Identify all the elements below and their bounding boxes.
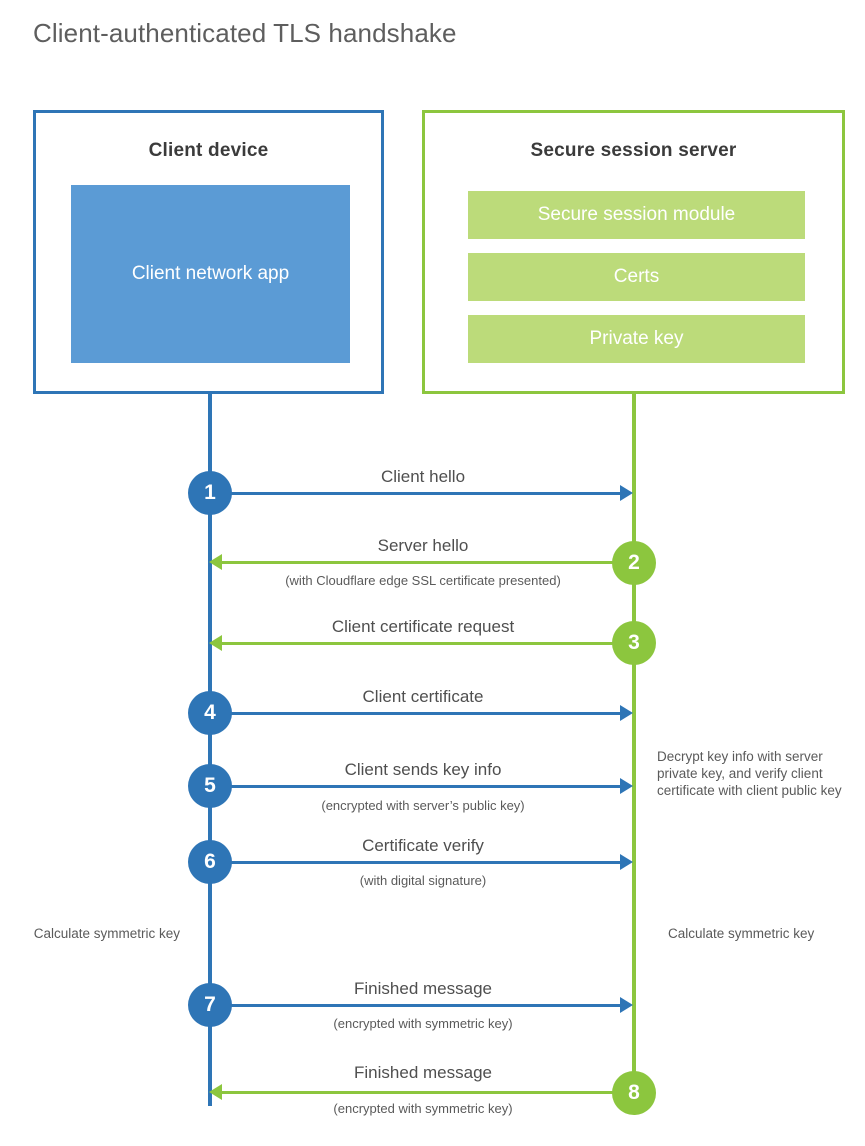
server-lifeline (632, 393, 636, 1093)
step-2-label: Server hello (377, 536, 469, 555)
step-8-arrow-line (222, 1091, 632, 1094)
server-component-private-key: Private key (468, 315, 805, 363)
step-4-arrow-head-right-icon (620, 705, 633, 721)
step-8-arrow-head-left-icon (209, 1084, 222, 1100)
client-lifeline (208, 393, 212, 1106)
page-title: Client-authenticated TLS handshake (33, 18, 457, 48)
step-4-number-badge: 4 (188, 691, 232, 735)
step-1-arrow-head-right-icon (620, 485, 633, 501)
step-5-arrow-line (210, 785, 620, 788)
step-8-sublabel: (encrypted with symmetric key) (333, 1101, 513, 1116)
step-3-arrow-head-left-icon (209, 635, 222, 651)
step-4-label: Client certificate (362, 687, 484, 706)
step-7-label: Finished message (354, 979, 492, 998)
step-6-arrow-line (210, 861, 620, 864)
step-2-number-badge: 2 (612, 541, 656, 585)
step-1-label: Client hello (380, 467, 466, 486)
secure-session-server-title: Secure session server (530, 140, 737, 161)
step-7-arrow-line (210, 1004, 620, 1007)
server-component-secure-session-module: Secure session module (468, 191, 805, 239)
step-1-arrow-line (210, 492, 620, 495)
note-calculate-symmetric-key-client: Calculate symmetric key (33, 926, 180, 941)
step-7-arrow-head-right-icon (620, 997, 633, 1013)
server-component-certs: Certs (468, 253, 805, 301)
step-2-arrow-line (222, 561, 632, 564)
step-5-label: Client sends key info (344, 760, 502, 779)
note-decrypt-key-info: Decrypt key info with server private key… (657, 749, 842, 798)
step-8-number-badge: 8 (612, 1071, 656, 1115)
step-5-number-badge: 5 (188, 764, 232, 808)
step-7-sublabel: (encrypted with symmetric key) (333, 1016, 513, 1031)
step-6-arrow-head-right-icon (620, 854, 633, 870)
client-network-app-block: Client network app (71, 185, 350, 363)
step-3-number-badge: 3 (612, 621, 656, 665)
secure-session-server-box: Secure session server Secure session mod… (422, 110, 845, 394)
step-2-sublabel: (with Cloudflare edge SSL certificate pr… (285, 573, 561, 588)
step-5-sublabel: (encrypted with server’s public key) (321, 798, 525, 813)
step-6-sublabel: (with digital signature) (359, 873, 487, 888)
note-calculate-symmetric-key-server: Calculate symmetric key (668, 926, 815, 941)
step-5-arrow-head-right-icon (620, 778, 633, 794)
step-6-label: Certificate verify (362, 836, 484, 855)
step-4-arrow-line (210, 712, 620, 715)
step-1-number-badge: 1 (188, 471, 232, 515)
client-device-title: Client device (148, 140, 269, 161)
step-3-arrow-line (222, 642, 632, 645)
step-8-label: Finished message (354, 1063, 492, 1082)
step-2-arrow-head-left-icon (209, 554, 222, 570)
step-7-number-badge: 7 (188, 983, 232, 1027)
step-3-label: Client certificate request (331, 617, 515, 636)
client-device-box: Client device Client network app (33, 110, 384, 394)
step-6-number-badge: 6 (188, 840, 232, 884)
